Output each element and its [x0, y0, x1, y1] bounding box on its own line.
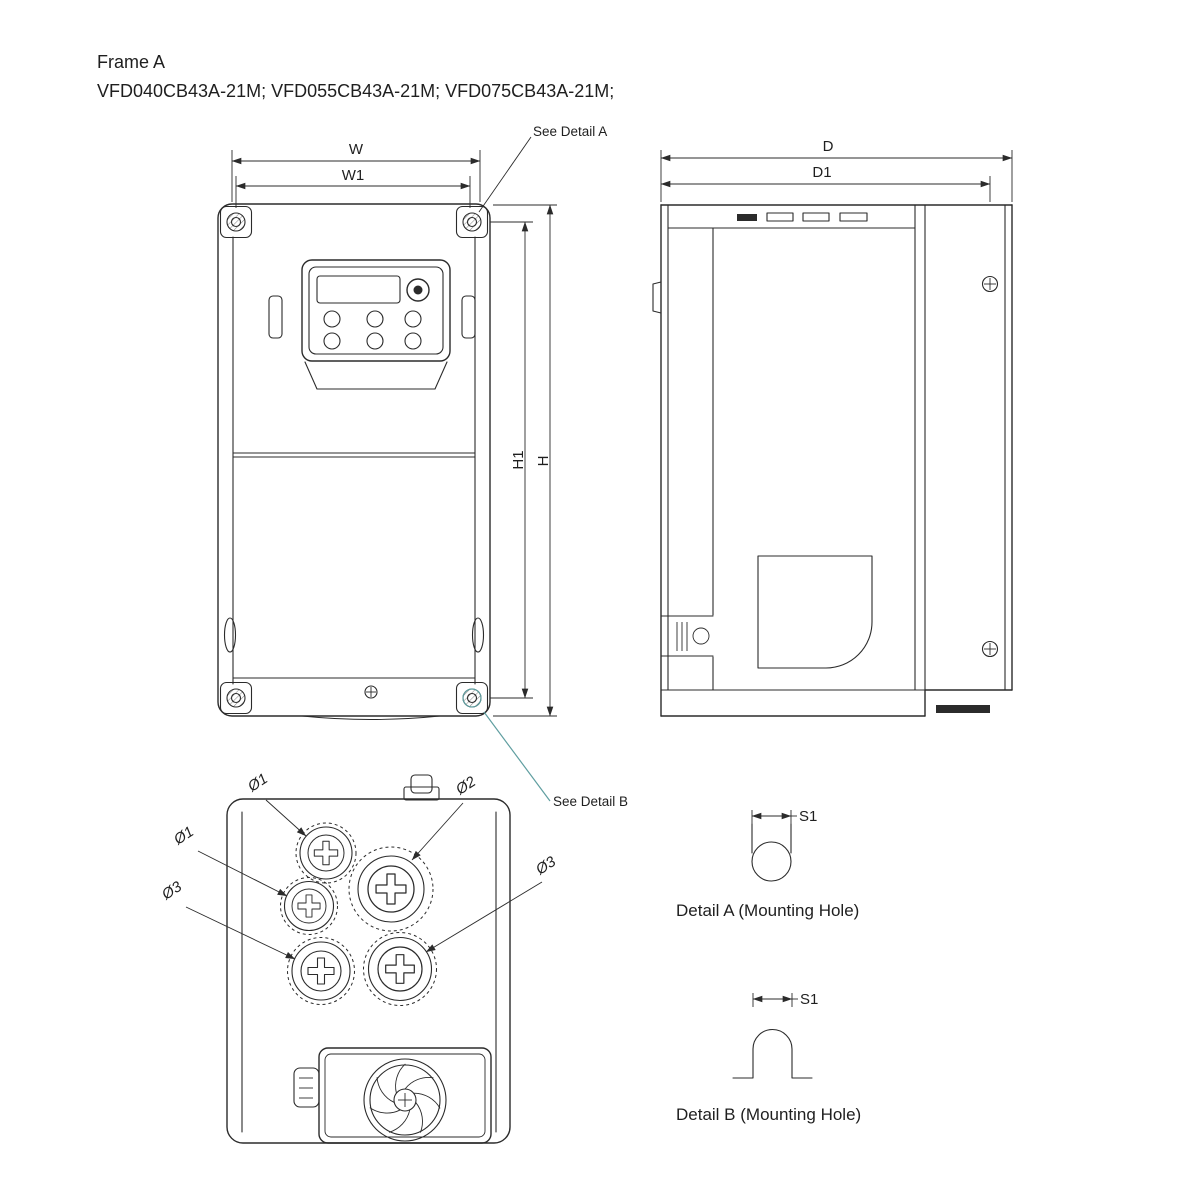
h-label: H: [535, 456, 552, 467]
dia3-left-label: Ø3: [158, 878, 185, 904]
detail-b-hole-highlight: [462, 688, 482, 708]
left-clip: [268, 295, 283, 339]
detail-a-s1-label: S1: [799, 808, 817, 825]
dia2-label: Ø2: [452, 773, 479, 799]
fan: [363, 1058, 447, 1142]
d1-label: D1: [812, 164, 831, 181]
gland-dia3-right: [363, 932, 437, 1006]
mounting-pads: [219, 205, 489, 715]
side-base: [660, 689, 990, 717]
front-body-outline: [217, 203, 491, 717]
fan-latch: [293, 1067, 320, 1108]
terminal-bump: [652, 281, 662, 314]
base-foot: [936, 705, 990, 713]
left-slot: [223, 617, 237, 653]
right-slot: [471, 617, 485, 653]
gland-dia1-left: [280, 877, 338, 935]
side-bottom-clip: [660, 615, 714, 657]
keypad: [301, 259, 451, 390]
dimension-h: H: [493, 204, 557, 717]
mounting-hole-bottom-left: [226, 688, 246, 708]
keypad-button: [323, 310, 341, 328]
front-view: W W1 H H1 See Detail A: [217, 124, 628, 809]
model-list: VFD040CB43A-21M; VFD055CB43A-21M; VFD075…: [97, 81, 614, 101]
keypad-button: [404, 310, 422, 328]
keypad-dial: [406, 278, 430, 302]
detail-b-keyhole: [732, 1029, 813, 1079]
fan-housing-inner: [324, 1053, 486, 1138]
side-view: D D1: [652, 138, 1013, 717]
gland-dia1-top: [295, 822, 357, 884]
dia1-left-label: Ø1: [170, 823, 197, 849]
d-label: D: [823, 138, 834, 155]
see-detail-a-label: See Detail A: [533, 124, 607, 139]
see-detail-b-label: See Detail B: [553, 794, 628, 809]
keypad-bezel: [304, 361, 448, 390]
keypad-display: [316, 275, 401, 304]
see-detail-a: See Detail A: [478, 124, 607, 213]
top-tab: [403, 774, 440, 801]
keypad-inner: [308, 266, 444, 355]
w1-label: W1: [342, 167, 365, 184]
frame-title: Frame A: [97, 52, 165, 72]
top-vents: [737, 212, 868, 222]
gland-dia2: [348, 846, 434, 932]
keypad-outline: [301, 259, 451, 362]
heatsink-screw-top: [981, 275, 999, 293]
dimension-d: D: [660, 138, 1013, 202]
heatsink-screw-bottom: [981, 640, 999, 658]
dimension-w1: W1: [235, 167, 471, 208]
bottom-bulge: [301, 715, 441, 720]
dia3-right-label: Ø3: [532, 853, 559, 879]
h1-label: H1: [510, 450, 527, 469]
mounting-hole-top-right: [462, 212, 482, 232]
keypad-button: [404, 332, 422, 350]
detail-b-caption: Detail B (Mounting Hole): [676, 1105, 861, 1124]
see-detail-b: See Detail B: [483, 711, 628, 809]
keypad-button: [366, 332, 384, 350]
heatsink: [914, 204, 1013, 691]
fan-section: [293, 1047, 492, 1144]
dimension-d1: D1: [660, 164, 991, 202]
bottom-screw: [364, 685, 378, 699]
detail-a-caption: Detail A (Mounting Hole): [676, 901, 859, 920]
detail-b: S1 Detail B (Mounting Hole): [676, 991, 861, 1124]
right-clip: [461, 295, 476, 339]
mounting-hole-top-left: [226, 212, 246, 232]
w-label: W: [349, 141, 364, 158]
keypad-button: [366, 310, 384, 328]
bottom-view: Ø1 Ø2 Ø1 Ø3 Ø3: [158, 770, 560, 1144]
keypad-dial-center: [413, 285, 423, 295]
dimension-w: W: [231, 141, 481, 202]
detail-a-hole: [751, 841, 792, 882]
gland-dia3-left: [287, 937, 355, 1005]
dia1-top-label: Ø1: [244, 770, 271, 796]
detail-a: S1 Detail A (Mounting Hole): [676, 808, 859, 920]
keypad-button: [323, 332, 341, 350]
detail-b-s1-label: S1: [800, 991, 818, 1008]
side-plate: [757, 555, 873, 669]
dimension-h1: H1: [490, 221, 533, 699]
cable-glands: [280, 822, 437, 1006]
